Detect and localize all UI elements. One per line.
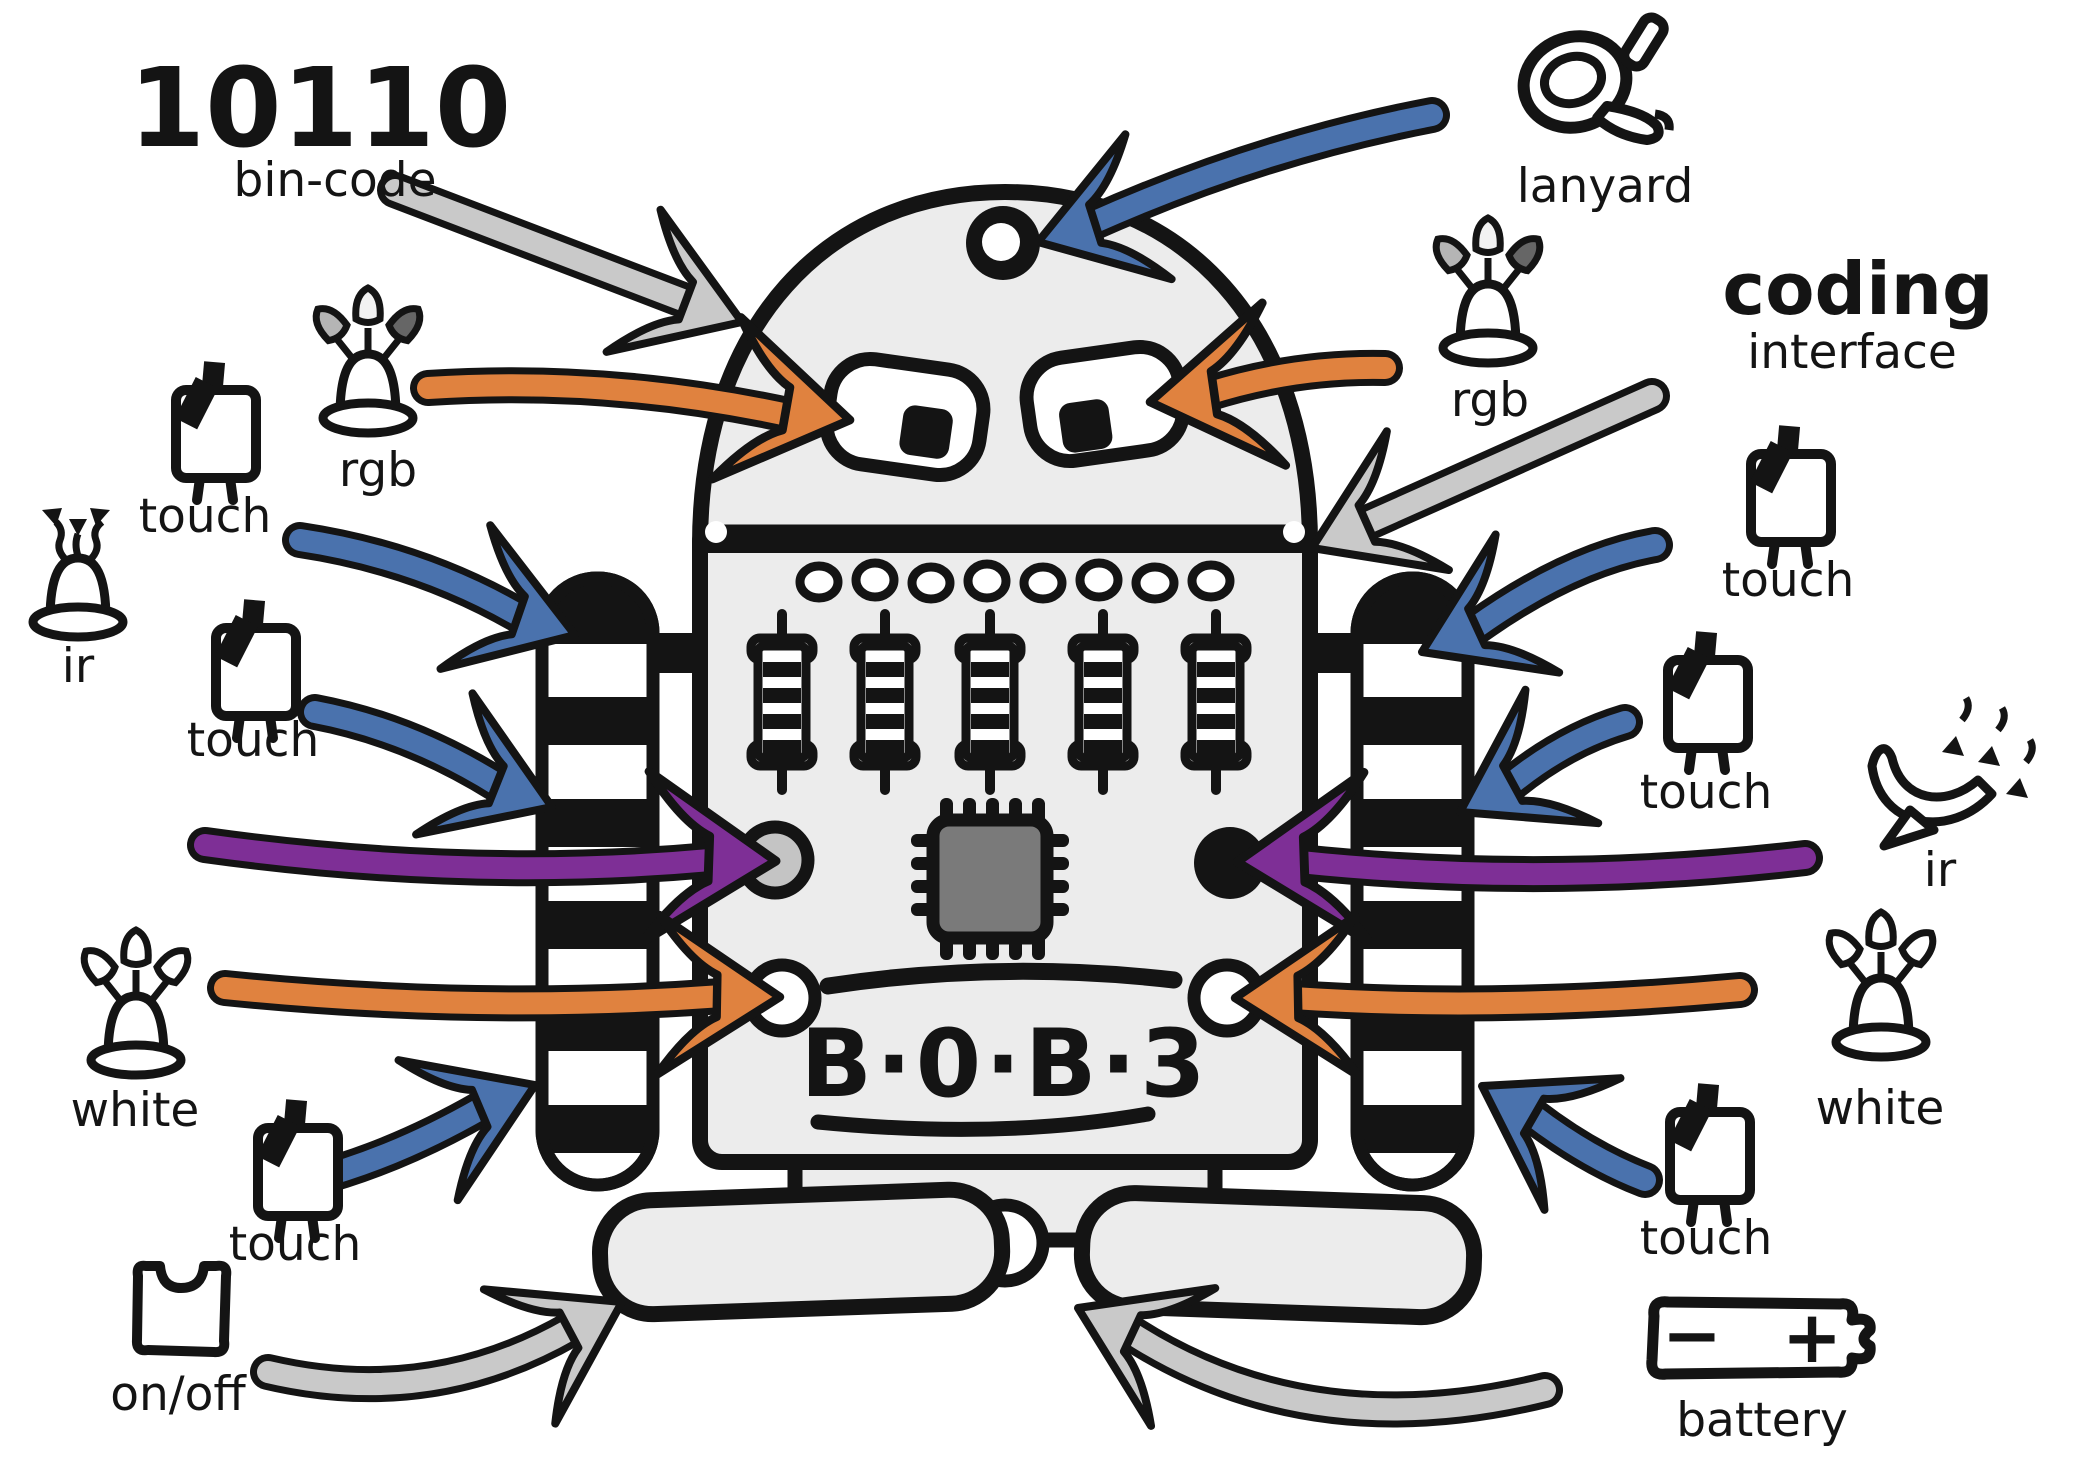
touch-arrow-right-mid (1424, 690, 1643, 879)
robot-left-foot (591, 1181, 1011, 1323)
neck-notch-right (1283, 521, 1305, 543)
ir-arrow-left (187, 771, 779, 946)
white-led-icon-right (1821, 912, 1940, 1057)
ir-dish-icon-right (1872, 698, 2032, 846)
rgb-eye-arrow-right (1138, 303, 1403, 483)
resistor-icon (1185, 614, 1247, 790)
touch-label-left-bottom: touch (229, 1217, 362, 1272)
rgb-label-right: rgb (1451, 373, 1529, 428)
rgb-label-left: rgb (339, 443, 417, 498)
chip-icon (911, 798, 1069, 960)
white-led-icon-left (76, 930, 195, 1075)
bin-code-number-label: 10110 (129, 44, 512, 172)
touch-sensor-icon-right-mid (1667, 631, 1748, 770)
bin-code-arrow (377, 172, 769, 393)
ir-label-right: ir (1924, 843, 1957, 898)
white-label-right: white (1816, 1081, 1945, 1136)
touch-sensor-icon-right-bottom (1669, 1083, 1750, 1222)
resistor-icon (854, 614, 916, 790)
lanyard-label: lanyard (1517, 159, 1694, 214)
ir-led-icon-left (33, 508, 123, 637)
resistor-icon (1072, 614, 1134, 790)
rgb-eye-arrow-left (410, 317, 864, 500)
neck-notch-left (705, 521, 727, 543)
robot-right-foot (1073, 1185, 1483, 1326)
touch-arrow-left-bottom (292, 1015, 565, 1200)
touch-label-right-mid: touch (1640, 765, 1773, 820)
ir-label-left: ir (62, 639, 95, 694)
bin-code-label: bin-code (234, 153, 437, 208)
lanyard-arrow (1015, 97, 1450, 314)
battery-minus-icon: − (1662, 1293, 1722, 1377)
ir-led-hole-right (1194, 827, 1266, 899)
contact-pads (795, 558, 1235, 604)
battery-plus-icon: + (1782, 1295, 1842, 1379)
white-arrow-left (207, 915, 781, 1077)
touch-arrow-right-bottom (1444, 1020, 1663, 1210)
battery-label: battery (1676, 1393, 1848, 1448)
annotation-arrows (187, 97, 1823, 1426)
interface-label: interface (1747, 325, 1957, 380)
touch-label-left-mid: touch (187, 713, 320, 768)
resistor-icon (751, 614, 813, 790)
on-off-label: on/off (110, 1367, 247, 1422)
battery-icon: − + (1646, 1293, 1876, 1380)
ir-arrow-right (1234, 772, 1823, 947)
touch-label-right-bottom: touch (1640, 1211, 1773, 1266)
robot-name-text: B·0·B·3 (800, 1010, 1209, 1119)
robot: B·0·B·3 (535, 184, 1483, 1326)
touch-label-left-top: touch (139, 489, 272, 544)
touch-label-right-top: touch (1722, 553, 1855, 608)
on-off-switch-icon (131, 1260, 232, 1358)
touch-sensor-icon-left-top (175, 361, 256, 500)
rgb-led-icon-right (1428, 218, 1547, 363)
white-arrow-right (1234, 916, 1758, 1078)
name-plate: B·0·B·3 (800, 962, 1209, 1137)
foot-arrow-left (250, 1235, 658, 1424)
white-label-left: white (71, 1083, 200, 1138)
touch-sensor-icon-right-top (1750, 425, 1831, 564)
resistor-icon (959, 614, 1021, 790)
lanyard-clasp-icon (1512, 14, 1670, 141)
rgb-led-icon-left (308, 288, 427, 433)
foot-arrow-right (1046, 1239, 1563, 1426)
coding-interface-arrow (1281, 378, 1670, 617)
touch-arrow-left-top (282, 525, 600, 707)
coding-label: coding (1722, 247, 1993, 331)
touch-arrow-right-top (1390, 527, 1673, 721)
touch-arrow-left-mid (297, 693, 580, 877)
lanyard-hole (966, 206, 1040, 280)
